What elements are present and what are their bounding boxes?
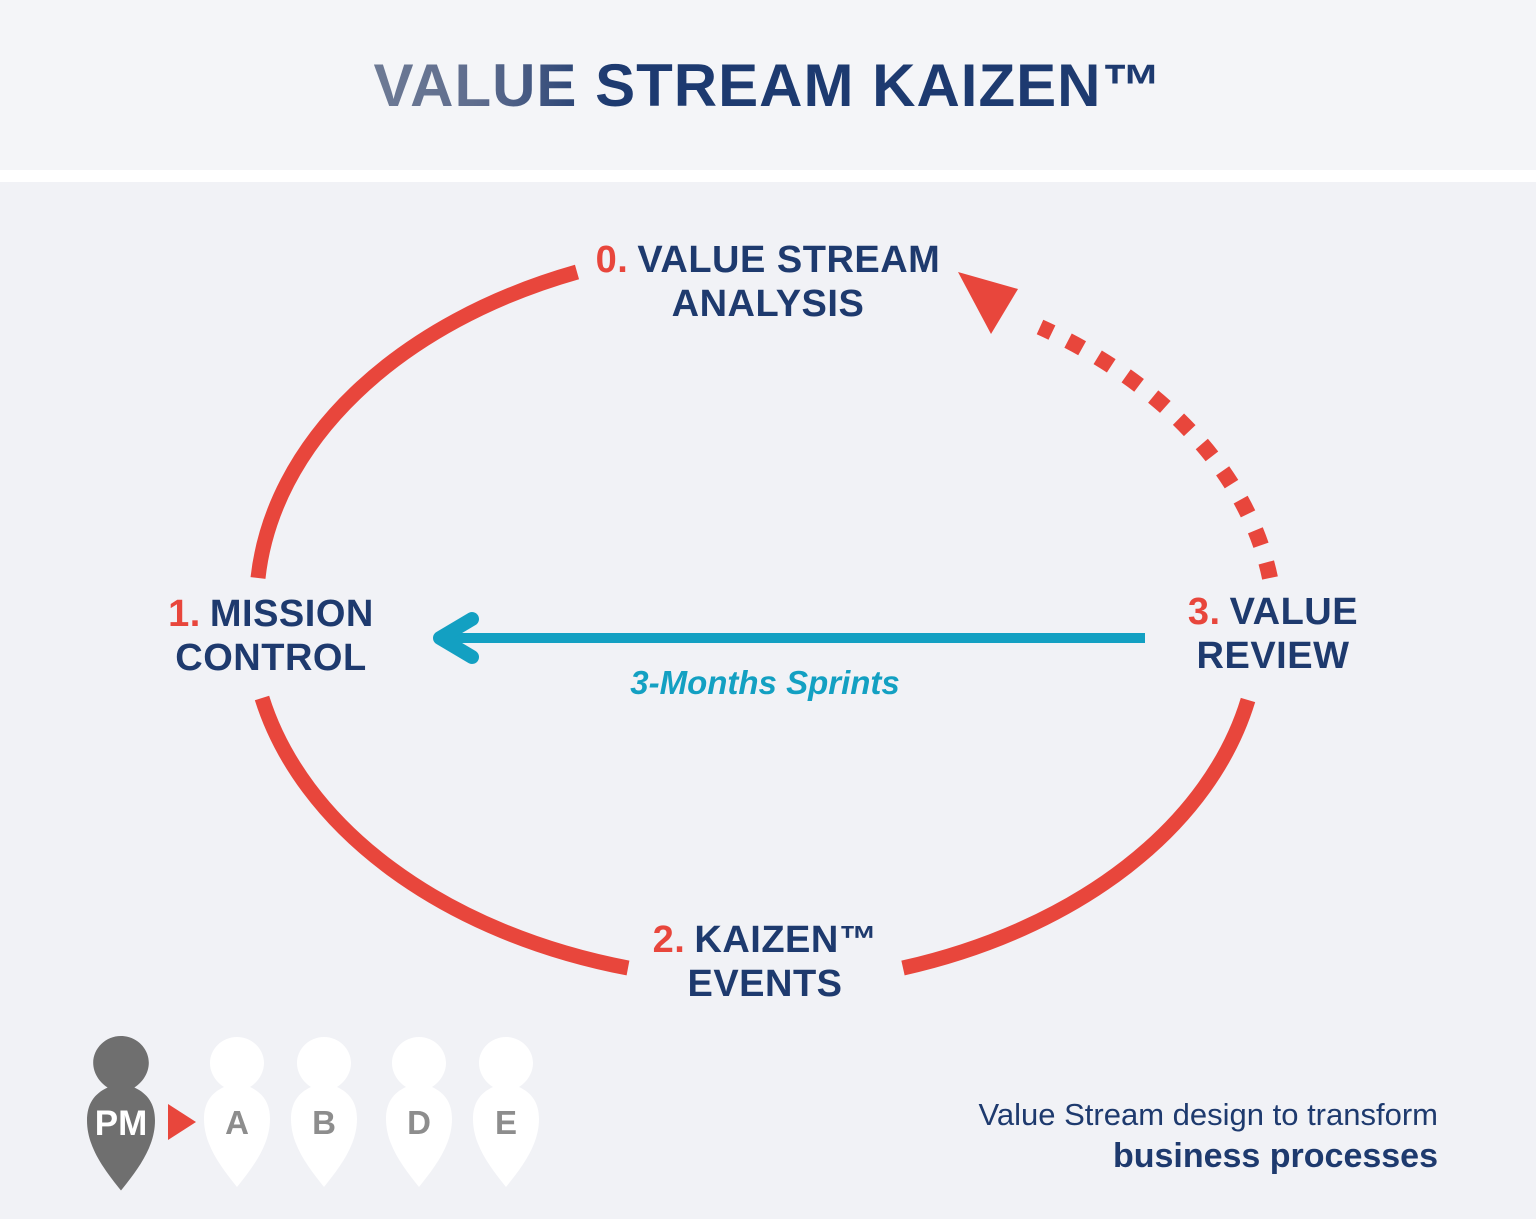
bottom-edge-strip — [0, 1219, 1536, 1224]
stage-2-line1: 2.KAIZEN™ — [653, 918, 878, 962]
stage-3-line2: REVIEW — [1196, 635, 1350, 678]
page-title: VALUE STREAM KAIZEN™ — [373, 51, 1163, 119]
stage-3-title: VALUE — [1229, 591, 1359, 633]
stage-2-number: 2. — [652, 919, 686, 961]
stage-0-number: 0. — [595, 239, 629, 281]
cycle-arc-top-left — [250, 264, 580, 579]
pm-pointer-triangle-icon — [168, 1104, 196, 1140]
stage-0-line2: ANALYSIS — [671, 283, 865, 326]
stage-3-number: 3. — [1187, 591, 1221, 633]
stage-2-title: KAIZEN™ — [694, 919, 878, 961]
tagline-line1: Value Stream design to transform — [978, 1097, 1438, 1132]
tagline-line2: business processes — [1112, 1136, 1438, 1175]
feedback-dashed-arc — [1036, 319, 1278, 580]
stage-3-line1: 3.VALUE — [1188, 590, 1358, 634]
stage-0-line1: 0.VALUE STREAM — [596, 238, 941, 282]
stage-1-title: MISSION — [209, 593, 374, 635]
stage-0-title: VALUE STREAM — [637, 239, 941, 281]
member-label-a: A — [225, 1104, 249, 1141]
tagline: Value Stream design to transform busines… — [979, 1096, 1438, 1177]
stage-3-value-review: 3.VALUE REVIEW — [1188, 590, 1358, 678]
member-label-b: B — [312, 1104, 336, 1141]
header-band: VALUE STREAM KAIZEN™ — [0, 0, 1536, 170]
cycle-arc-bottom-right — [901, 697, 1256, 976]
sprint-arrowhead-icon — [433, 612, 479, 664]
feedback-arrowhead-icon — [958, 272, 1018, 334]
stage-0-value-stream-analysis: 0.VALUE STREAM ANALYSIS — [596, 238, 941, 326]
stage-1-number: 1. — [168, 593, 201, 635]
stage-2-kaizen-events: 2.KAIZEN™ EVENTS — [653, 918, 878, 1006]
sprint-arrow-label: 3-Months Sprints — [630, 664, 900, 701]
member-label-e: E — [495, 1104, 517, 1141]
stage-2-line2: EVENTS — [687, 963, 843, 1006]
pm-label: PM — [95, 1104, 148, 1143]
header-divider — [0, 170, 1536, 182]
cycle-arc-bottom-left — [254, 695, 630, 976]
member-label-d: D — [407, 1104, 431, 1141]
stage-1-line1: 1.MISSION — [168, 592, 374, 636]
stage-1-line2: CONTROL — [175, 637, 367, 680]
stage-1-mission-control: 1.MISSION CONTROL — [168, 592, 374, 680]
